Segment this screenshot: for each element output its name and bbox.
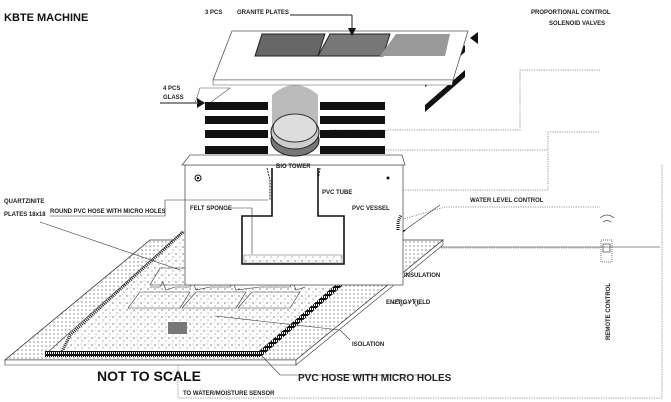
label-remote-control: REMOTE CONTROL — [606, 283, 612, 340]
pvc-hose-bottom — [45, 351, 260, 357]
label-glass: GLASS — [163, 95, 184, 101]
pvc-vessel — [241, 168, 345, 265]
label-plates-18x18: PLATES 18x18 — [4, 212, 46, 218]
label-isolation: ISOLATION — [352, 342, 384, 348]
label-not-to-scale: NOT TO SCALE — [97, 368, 201, 384]
label-energy-field: ENERGY FIELD — [386, 300, 431, 306]
label-4-pcs: 4 PCS — [163, 86, 180, 92]
arrow-icon — [348, 28, 356, 36]
remote-control-icon — [599, 214, 615, 263]
diagram-title: KBTE MACHINE — [4, 12, 88, 24]
label-round-pvc-hose: ROUND PVC HOSE WITH MICRO HOLES — [50, 209, 166, 215]
bio-tower — [266, 85, 321, 200]
label-insulation: INSULATION — [404, 273, 440, 279]
label-quartzinite: QUARTZINITE — [4, 199, 44, 205]
label-3-pcs: 3 PCS — [205, 10, 222, 16]
label-pvc-tube: PVC TUBE — [322, 190, 352, 196]
arrow-icon — [470, 32, 478, 44]
label-solenoid-valves: SOLENOID VALVES — [549, 21, 605, 27]
label-proportional-control: PROPORTIONAL CONTROL — [531, 10, 611, 16]
label-granite-plates: GRANITE PLATES — [237, 10, 289, 16]
felt-sponge — [243, 254, 343, 264]
label-water-level-control: WATER LEVEL CONTROL — [470, 198, 544, 204]
arrow-icon — [197, 98, 205, 108]
granite-plate-assembly — [160, 14, 478, 108]
pvc-hose-left — [60, 230, 185, 353]
label-water-moisture-sensor: TO WATER/MOISTURE SENSOR — [183, 391, 275, 397]
label-felt-sponge: FELT SPONGE — [190, 206, 232, 212]
leader-lines — [39, 199, 441, 376]
label-bio-tower: BIO TOWER — [276, 164, 311, 170]
label-pvc-vessel: PVC VESSEL — [352, 206, 390, 212]
housing-box — [181, 154, 406, 286]
label-pvc-hose-micro-holes: PVC HOSE WITH MICRO HOLES — [298, 373, 452, 384]
moisture-sensor — [168, 322, 187, 334]
